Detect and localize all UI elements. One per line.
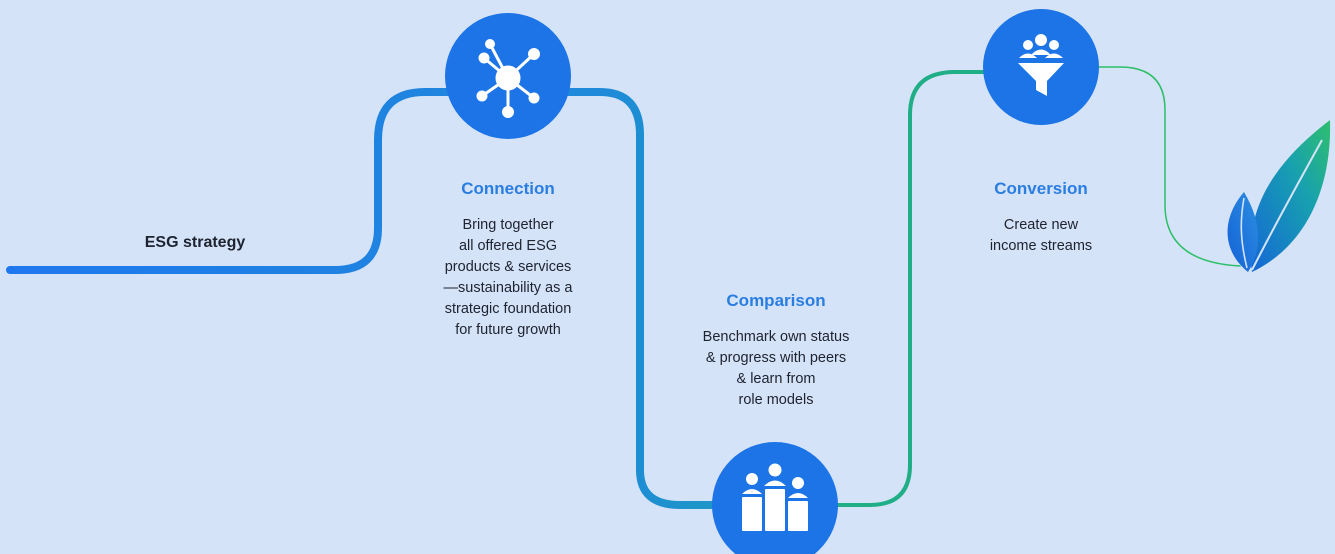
people-funnel-icon [1018,34,1064,96]
step-conversion: Conversion Create new income streams [956,179,1126,257]
step-title: Connection [461,179,555,198]
step-description: Create new income streams [956,215,1126,257]
start-label: ESG strategy [144,234,246,251]
step-description-line: for future growth [455,322,561,338]
flow-path-medium [788,70,1032,507]
step-connection: Connection Bring together all offered ES… [418,179,598,341]
conversion-circle [983,9,1099,125]
step-description-line: Create new [1003,217,1079,233]
network-hub-icon [476,39,540,118]
flow-path-thin [1029,66,1241,267]
step-description-line: strategic foundation [444,301,572,317]
step-title: Conversion [994,179,1088,198]
comparison-circle [712,442,838,554]
step-comparison: Comparison Benchmark own status & progre… [676,291,876,411]
step-title: Comparison [726,291,826,310]
step-description-line: Benchmark own status [702,329,850,345]
step-description-line: —sustainability as a [443,280,573,296]
step-description: Bring together all offered ESG products … [418,215,598,341]
step-description-line: income streams [989,238,1093,254]
podium-people-icon [742,463,808,531]
step-description-line: & progress with peers [705,350,847,366]
connection-circle [445,13,571,139]
step-description-line: Bring together [462,217,554,233]
flow-path-thick [6,88,764,509]
step-description: Benchmark own status & progress with pee… [676,327,876,411]
step-description-line: role models [738,392,814,408]
step-description-line: products & services [444,259,572,275]
step-description-line: & learn from [736,371,816,387]
step-description-line: all offered ESG [458,238,558,254]
leaf-icon [1227,120,1331,272]
